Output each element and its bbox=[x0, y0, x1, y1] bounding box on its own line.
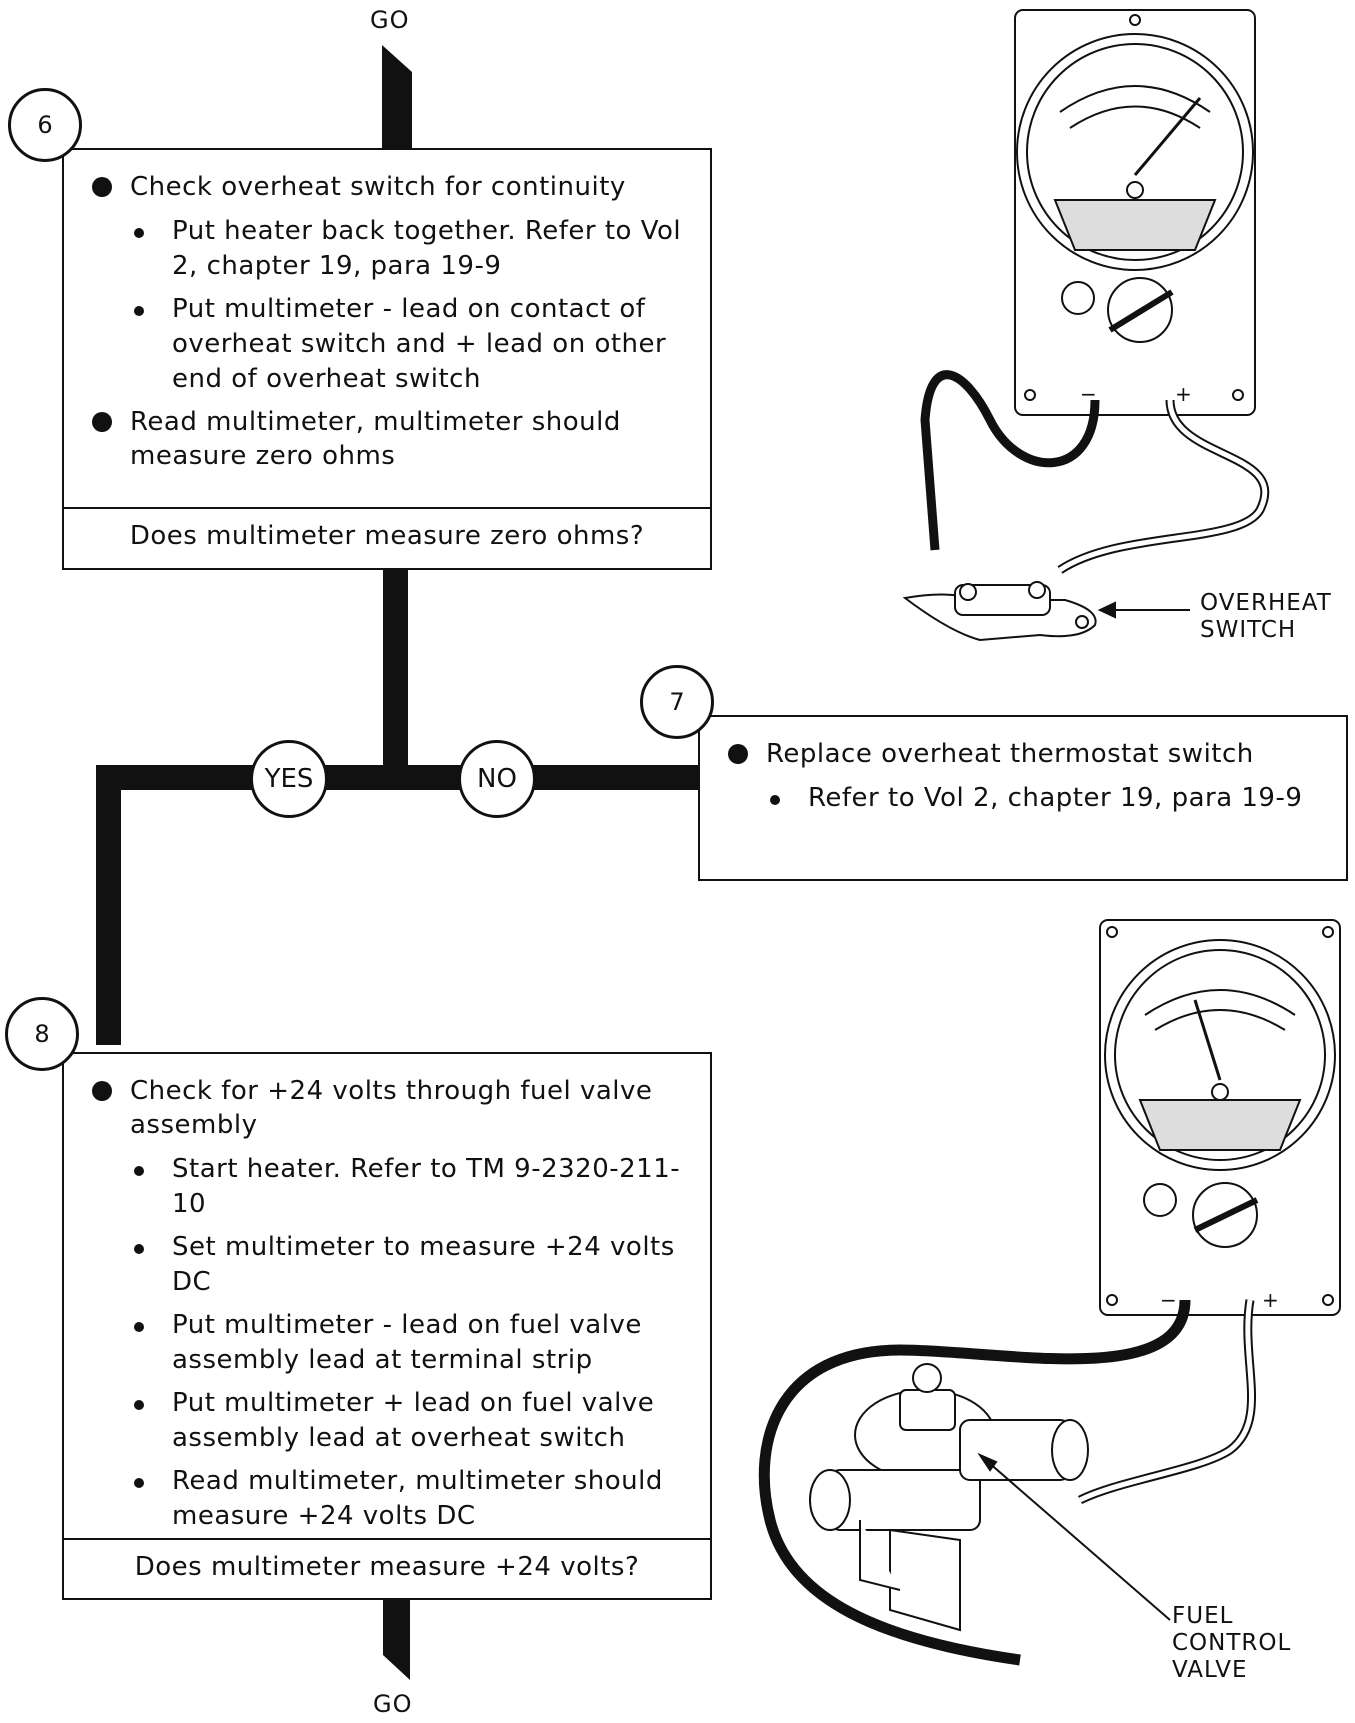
fuel-control-valve-callout-line3: VALVE bbox=[1172, 1657, 1291, 1684]
step-6-substep-1: Put heater back together. Refer to Vol 2… bbox=[92, 214, 694, 284]
step-8-substep-3: Put multimeter - lead on fuel valve asse… bbox=[92, 1308, 694, 1378]
step-7-number: 7 bbox=[640, 665, 714, 739]
step-6-instruction-1: Check overheat switch for continuity bbox=[92, 170, 694, 204]
overheat-switch-callout: OVERHEAT SWITCH bbox=[1200, 590, 1332, 644]
step-8-substep-5: Read multimeter, multimeter should measu… bbox=[92, 1464, 694, 1534]
meter-top-minus-label: − bbox=[1080, 382, 1098, 406]
step-8-number: 8 bbox=[5, 997, 79, 1071]
overheat-switch-callout-line1: OVERHEAT bbox=[1200, 590, 1332, 617]
step-7-substep-1: Refer to Vol 2, chapter 19, para 19-9 bbox=[728, 781, 1330, 816]
step-8-substep-4: Put multimeter + lead on fuel valve asse… bbox=[92, 1386, 694, 1456]
meter-top-plus-label: + bbox=[1175, 382, 1193, 406]
fuel-control-valve-illustration bbox=[810, 1364, 1170, 1630]
fuel-control-valve-callout-line1: FUEL bbox=[1172, 1603, 1291, 1630]
step-6-question: Does multimeter measure zero ohms? bbox=[64, 507, 710, 563]
overheat-switch-illustration bbox=[905, 582, 1190, 640]
go-arrow-top bbox=[382, 45, 412, 155]
step-8-instruction-1: Check for +24 volts through fuel valve a… bbox=[92, 1074, 694, 1142]
connector-yes-down bbox=[96, 765, 121, 1045]
step-8-question: Does multimeter measure +24 volts? bbox=[64, 1538, 710, 1594]
meter-bottom-plus-label: + bbox=[1262, 1288, 1280, 1312]
multimeter-illustration-top bbox=[1015, 10, 1255, 415]
connector-horizontal bbox=[96, 765, 700, 790]
step-8-box: Check for +24 volts through fuel valve a… bbox=[62, 1052, 712, 1600]
step-8-substep-2: Set multimeter to measure +24 volts DC bbox=[92, 1230, 694, 1300]
step-6-box: Check overheat switch for continuity Put… bbox=[62, 148, 712, 570]
connector-6-to-decision bbox=[383, 565, 408, 780]
go-arrow-bottom bbox=[383, 1595, 410, 1680]
step-7-box: Replace overheat thermostat switch Refer… bbox=[698, 715, 1348, 881]
go-label-bottom: GO bbox=[373, 1690, 413, 1718]
go-label-top: GO bbox=[370, 6, 410, 34]
overheat-switch-callout-line2: SWITCH bbox=[1200, 617, 1332, 644]
multimeter-illustration-bottom bbox=[1100, 920, 1340, 1315]
step-6-substep-2: Put multimeter - lead on contact of over… bbox=[92, 292, 694, 397]
fuel-control-valve-callout: FUEL CONTROL VALVE bbox=[1172, 1603, 1291, 1684]
decision-yes: YES bbox=[250, 740, 328, 818]
step-8-substep-1: Start heater. Refer to TM 9-2320-211-10 bbox=[92, 1152, 694, 1222]
fuel-control-valve-callout-line2: CONTROL bbox=[1172, 1630, 1291, 1657]
step-6-instruction-2: Read multimeter, multimeter should measu… bbox=[92, 405, 694, 473]
meter-bottom-minus-label: − bbox=[1160, 1288, 1178, 1312]
step-6-number: 6 bbox=[8, 88, 82, 162]
decision-no: NO bbox=[458, 740, 536, 818]
step-7-instruction-1: Replace overheat thermostat switch bbox=[728, 737, 1330, 771]
